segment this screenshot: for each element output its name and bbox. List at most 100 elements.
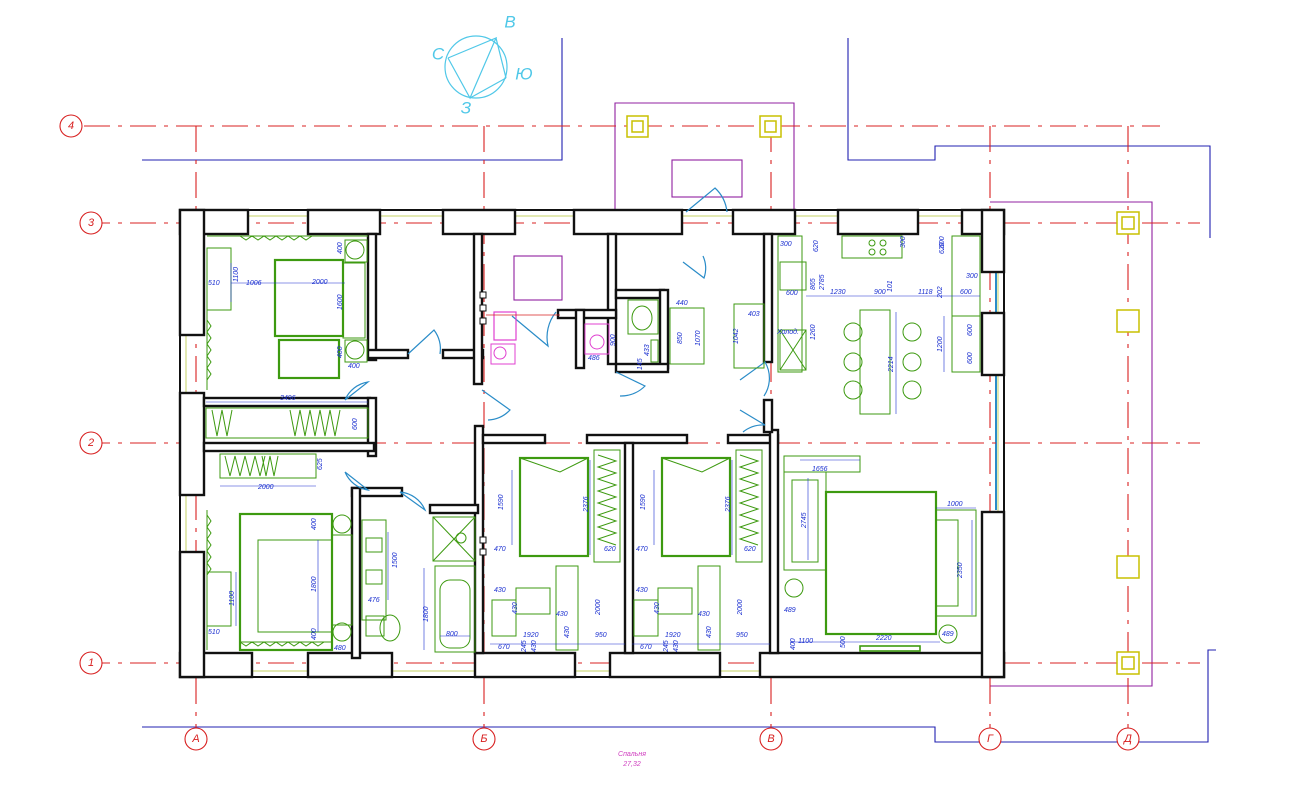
dim-label: 600 [967, 352, 974, 364]
dim-label: 1200 [937, 336, 944, 352]
axis-label-1: 1 [88, 657, 94, 669]
dim-label: 489 [784, 607, 796, 614]
dim-label: 1118 [918, 289, 933, 296]
room-center-1 [490, 449, 625, 651]
compass-rose: С В Ю З [432, 13, 533, 118]
caption-room-area: 27,32 [622, 761, 641, 768]
dim-label: 620 [939, 242, 946, 254]
dim-label: 480 [334, 645, 346, 652]
exterior-walls [178, 208, 1006, 679]
dim-label: 400 [311, 518, 318, 530]
dims-wc: 440 900 486 850 1070 1042 403 145 433 [588, 300, 760, 370]
dim-label: 1070 [695, 330, 702, 346]
kitchen-living [777, 235, 981, 415]
axis-label-4: 4 [68, 120, 74, 132]
dim-label: 800 [446, 631, 458, 638]
dim-label: 865 [810, 278, 817, 290]
dim-label: 433 [644, 344, 651, 356]
site-outline [142, 38, 1216, 743]
dim-label: 202 [937, 286, 944, 299]
dims-room-bl: 625 2000 1100 510 1800 400 400 480 [208, 458, 346, 652]
dim-label: 1920 [523, 632, 539, 639]
dims-kitchen: 300 620 300 620 600 865 2785 600 1230 90… [776, 236, 978, 373]
dim-label: 1100 [229, 591, 236, 606]
fridge-label: Холод. [776, 328, 799, 336]
dim-label: 430 [512, 602, 519, 614]
dim-label: 400 [348, 363, 360, 370]
dim-label: 300 [780, 241, 792, 248]
dim-label: 1800 [311, 576, 318, 592]
dim-label: 430 [706, 626, 713, 638]
room-center-2 [632, 449, 770, 651]
dim-label: 1000 [947, 501, 963, 508]
caption-room-name: Спальня [618, 751, 646, 758]
dims-room-c1: 1590 2376 470 620 430 430 430 430 2000 1… [494, 494, 616, 653]
dim-label: 400 [790, 638, 797, 650]
dim-label: 470 [636, 546, 648, 553]
dims-bath: 1500 476 1800 800 [368, 552, 458, 638]
dim-label: 950 [736, 632, 748, 639]
dim-label: 3496 [280, 395, 296, 402]
compass-label-west: З [461, 99, 472, 118]
dim-label: 500 [840, 636, 847, 648]
dim-label: 2220 [875, 635, 892, 642]
dim-label: 620 [604, 546, 616, 553]
dim-label: 430 [564, 626, 571, 638]
dim-label: 2376 [725, 496, 732, 513]
compass-label-east: В [504, 13, 515, 32]
dim-label: 476 [368, 597, 380, 604]
dim-label: 900 [610, 334, 617, 346]
dim-label: 245 [521, 640, 528, 653]
room-bedroom-top-left [205, 235, 369, 439]
hall-and-wc [479, 255, 765, 556]
dim-label: 1800 [423, 606, 430, 622]
dim-label: 1590 [498, 494, 505, 510]
dim-label: 145 [637, 358, 644, 370]
dims-room-c2: 1590 2376 470 620 430 430 430 430 2000 1… [636, 494, 756, 653]
dim-label: 670 [640, 644, 652, 651]
dim-label: 620 [744, 546, 756, 553]
dim-label: 403 [748, 311, 760, 318]
dim-label: 2785 [819, 274, 826, 291]
room-caption: Спальня 27,32 [618, 751, 646, 768]
dim-label: 1042 [733, 328, 740, 344]
dim-label: 1100 [798, 638, 813, 645]
dim-label: 489 [942, 631, 954, 638]
dim-label: 2350 [957, 562, 964, 579]
dim-label: 300 [966, 273, 978, 280]
dim-label: 1656 [812, 466, 828, 473]
dim-label: 510 [208, 280, 220, 287]
dim-label: 600 [352, 418, 359, 430]
dim-label: 1920 [665, 632, 681, 639]
dim-label: 2000 [595, 599, 602, 616]
axis-label-d: Д [1122, 733, 1132, 745]
dim-label: 2745 [801, 512, 808, 529]
dim-label: 400 [311, 628, 318, 640]
dim-label: 600 [939, 236, 946, 248]
dim-label: 600 [786, 290, 798, 297]
dim-label: 245 [663, 640, 670, 653]
room-bedroom-bottom-left [206, 453, 353, 652]
axis-markers: 4 3 2 1 А Б В Г Д [59, 114, 1140, 751]
dim-label: 850 [677, 332, 684, 344]
dim-label: 600 [960, 289, 972, 296]
dim-label: 625 [317, 458, 324, 470]
dim-label: 101 [887, 280, 894, 292]
dim-label: 300 [900, 236, 907, 248]
axis-label-b: Б [480, 733, 487, 745]
dim-label: 1230 [830, 289, 846, 296]
dim-label: 1260 [810, 324, 817, 340]
dim-label: 400 [337, 346, 344, 358]
dim-label: 430 [636, 587, 648, 594]
dim-label: 1100 [233, 267, 240, 282]
doors [344, 187, 770, 512]
dim-label: 620 [813, 240, 820, 252]
dims-room-tl: 1100 510 1006 2000 1600 400 400 400 3496… [208, 242, 360, 430]
axis-label-3: 3 [88, 217, 95, 229]
compass-label-north: С [432, 45, 445, 64]
axis-label-g: Г [987, 733, 994, 745]
dim-label: 430 [531, 640, 538, 652]
dim-label: 2000 [737, 599, 744, 616]
dim-label: 1500 [392, 552, 399, 568]
dim-label: 900 [874, 289, 886, 296]
